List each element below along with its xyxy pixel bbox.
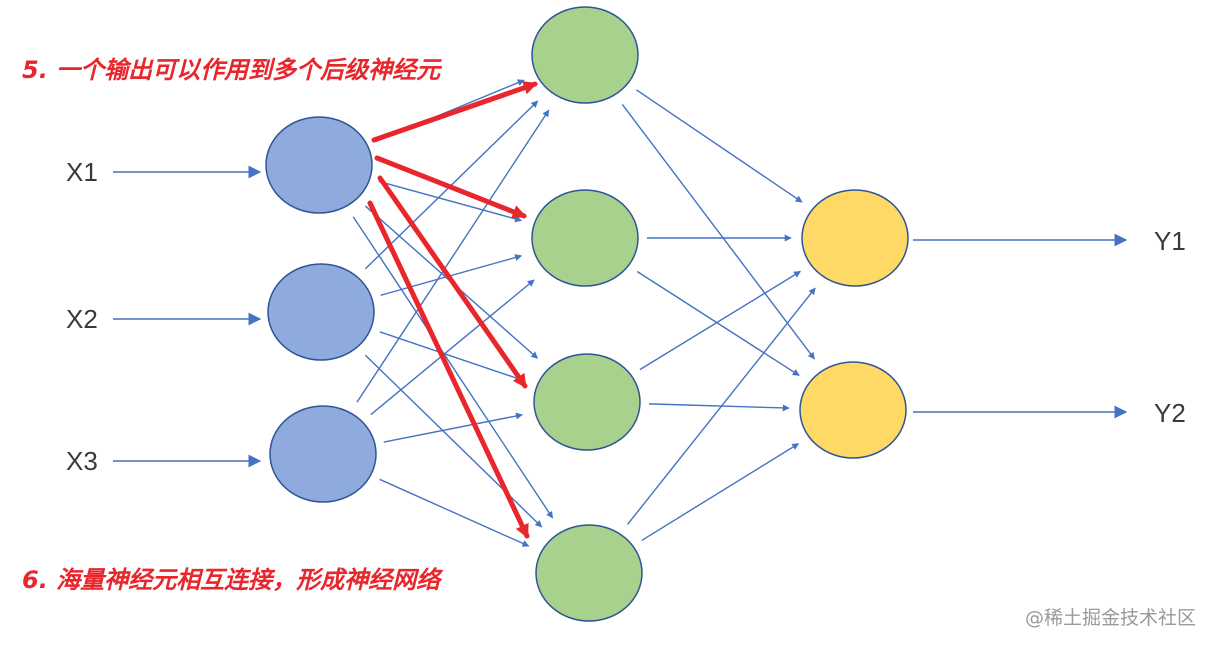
- edge-input2-hidden2: [380, 254, 523, 296]
- input-neuron-3: [269, 405, 377, 503]
- edge-hidden3-output1: [639, 270, 802, 371]
- input-label-3: X3: [66, 446, 98, 476]
- edge-input3-hidden1: [356, 109, 550, 403]
- highlight-connections: [367, 81, 538, 539]
- hidden-neuron-2: [531, 189, 639, 287]
- io-arrows: [113, 165, 1128, 468]
- hidden-neuron-1: [531, 6, 639, 104]
- connection-lines: [352, 79, 816, 547]
- edge-hidden4-output2: [641, 443, 800, 542]
- edge-input1-hidden2: [378, 180, 523, 223]
- highlight-edge-x1-hidden2: [374, 155, 527, 219]
- watermark: @稀土掘金技术社区: [1025, 607, 1196, 629]
- highlight-edge-x1-hidden4: [367, 200, 530, 539]
- output-neuron-1: [801, 189, 909, 287]
- edge-input3-hidden2: [370, 279, 535, 416]
- edge-input2-hidden4: [364, 354, 543, 528]
- edge-input1-hidden4: [352, 216, 554, 519]
- output-neuron-2: [799, 361, 907, 459]
- annotation-bottom: 6. 海量神经元相互连接，形成神经网络: [22, 566, 444, 594]
- output-label-1: Y1: [1154, 226, 1186, 256]
- edge-hidden4-output1: [627, 287, 816, 525]
- edge-hidden2-output2: [636, 270, 800, 377]
- edge-input3-hidden3: [383, 412, 523, 443]
- output-label-2: Y2: [1154, 398, 1186, 428]
- edge-hidden3-output2: [648, 403, 790, 412]
- edge-input3-hidden4: [379, 478, 530, 547]
- input-neuron-2: [267, 263, 375, 361]
- hidden-neuron-3: [533, 353, 641, 451]
- input-label-1: X1: [66, 157, 98, 187]
- input-label-2: X2: [66, 304, 98, 334]
- highlight-edge-x1-hidden3: [377, 175, 528, 389]
- annotation-top: 5. 一个输出可以作用到多个后级神经元: [22, 56, 443, 84]
- hidden-neuron-4: [535, 524, 643, 622]
- edge-hidden1-output2: [621, 104, 815, 360]
- edge-hidden1-output1: [635, 89, 803, 203]
- neuron-nodes: [265, 6, 909, 622]
- edge-input2-hidden3: [379, 331, 526, 383]
- input-neuron-1: [265, 116, 373, 214]
- highlight-edge-x1-hidden1: [371, 81, 538, 143]
